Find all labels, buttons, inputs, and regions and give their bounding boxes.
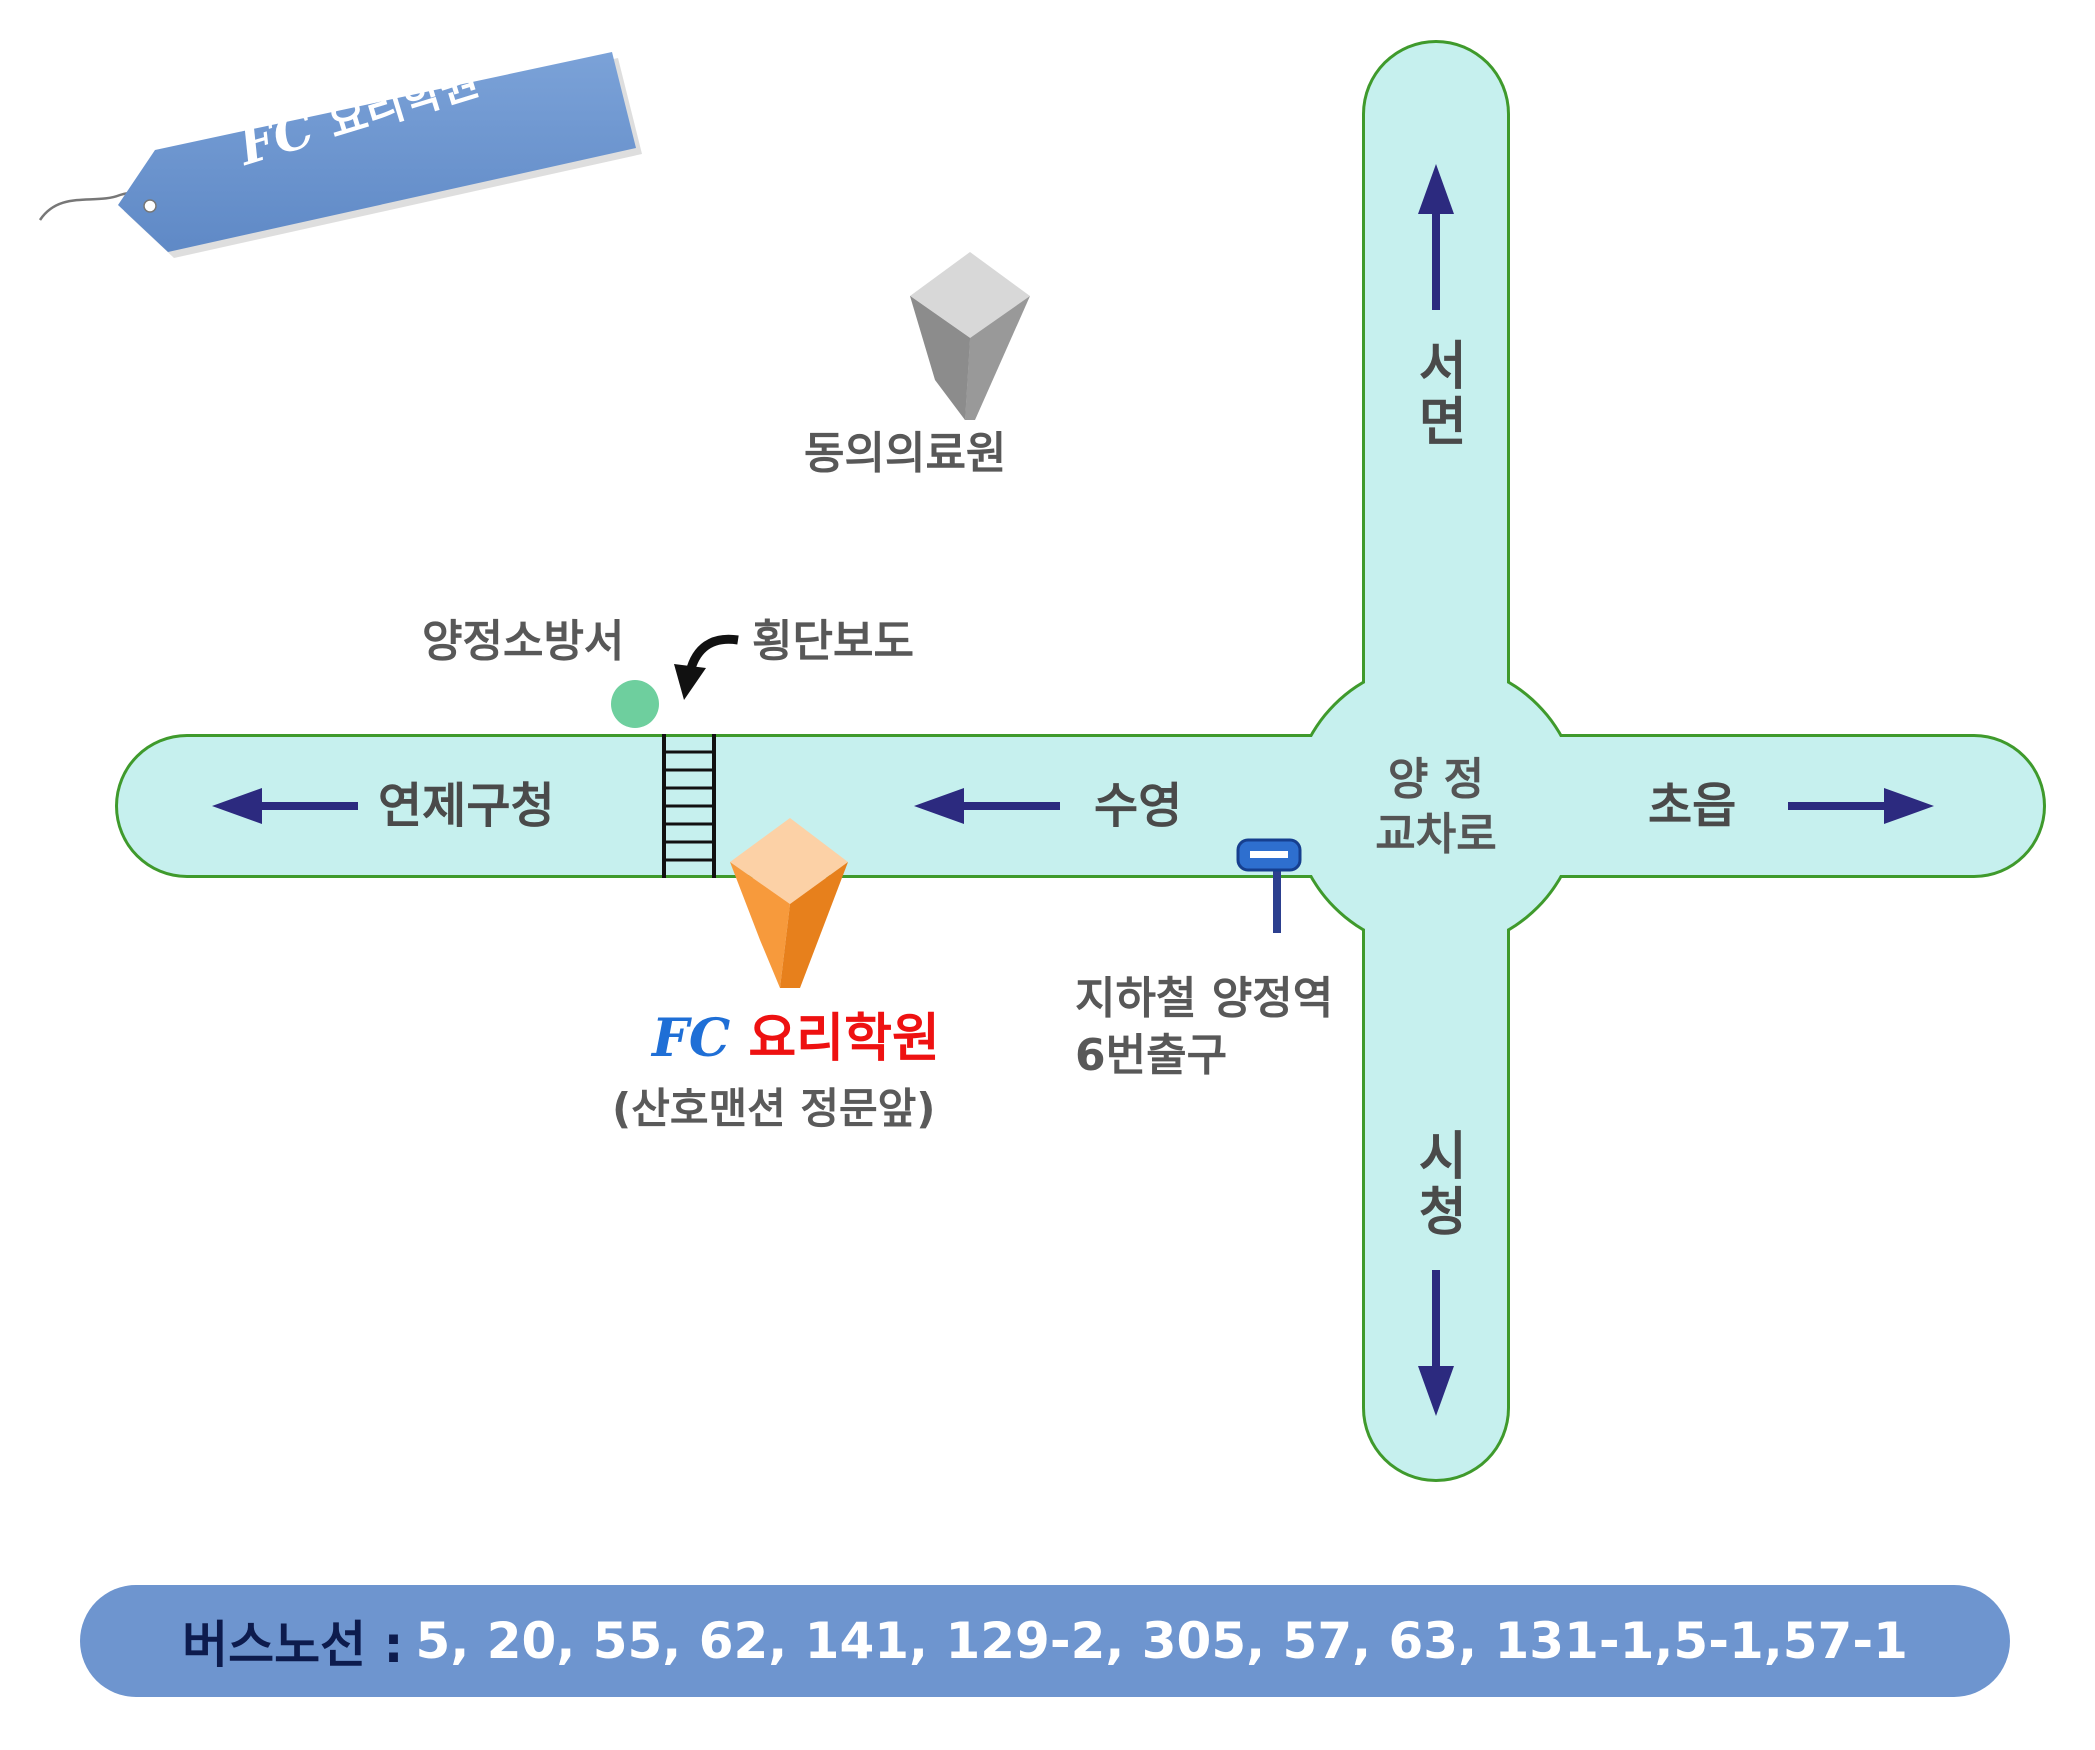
crosswalk-pointer-arrow [674,634,739,700]
academy-location-note: (산호맨션 정문앞) [612,1084,936,1133]
crosswalk-label: 횡단보도 [752,616,914,667]
arrow-west-icon [212,788,358,824]
academy-fc: FC [652,1008,731,1069]
clinic-label: 동의의료원 [804,428,1007,479]
intersection-label: 양 정 교차로 [1370,752,1502,862]
bus-routes-bar: 버스노선 : 5, 20, 55, 62, 141, 129-2, 305, 5… [80,1585,2010,1697]
north-destination-label: 서면 [1407,338,1468,450]
south-destination-label: 시청 [1407,1128,1468,1240]
academy-name-ko: 요리학원 [748,1009,940,1069]
title-tag [38,52,642,258]
subway-sign-icon[interactable] [1236,838,1302,933]
clinic-building[interactable] [910,252,1030,420]
subway-exit-number: 6번출구 [1075,1030,1228,1082]
tag-hole [143,199,157,213]
intersection-line1: 양 정 [1387,754,1485,805]
arrow-north-icon [1418,164,1454,310]
road-network [115,40,2046,1482]
east-destination-label: 초읍 [1648,778,1737,834]
west-destination-label: 연제구청 [378,778,555,834]
subway-exit-label: 지하철 양정역 6번출구 [1075,970,1333,1084]
bus-routes-list: 5, 20, 55, 62, 141, 129-2, 305, 57, 63, … [415,1612,1908,1670]
crosswalk[interactable] [662,734,716,878]
arrow-south-icon [1418,1270,1454,1416]
tag-shape-body [118,52,636,252]
fire-station-marker[interactable] [611,680,659,728]
subway-station-name: 지하철 양정역 [1075,973,1334,1024]
arrow-east-icon [1788,788,1934,824]
bus-routes-label: 버스노선 : [182,1616,404,1674]
academy-name: FC 요리학원 [652,996,940,1071]
direction-arrows [212,164,1934,1416]
academy-building[interactable] [730,818,848,988]
arrow-suyeong-icon [914,788,1060,824]
roundabout [1294,664,1578,948]
suyeong-destination-label: 수영 [1094,778,1183,834]
intersection-line2: 교차로 [1375,809,1497,860]
fire-station-label: 양정소방서 [422,616,625,667]
